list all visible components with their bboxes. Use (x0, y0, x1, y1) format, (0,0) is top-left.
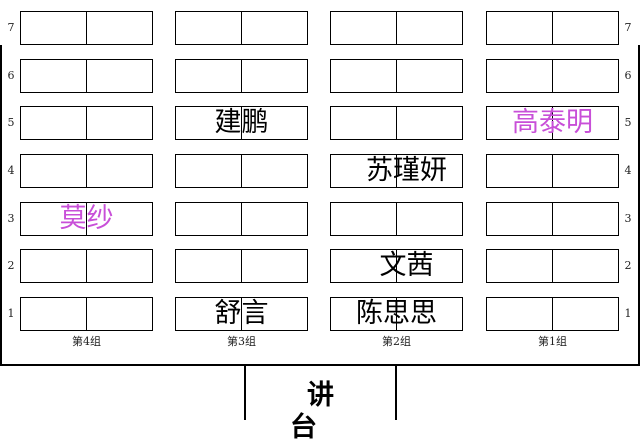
student-name: 莫纱 (59, 203, 114, 234)
row-number-right: 7 (624, 21, 632, 34)
right-wall (638, 45, 640, 365)
row-number-right: 4 (624, 164, 632, 177)
desk-group-3-row-6 (175, 59, 308, 93)
student-name: 高泰明 (512, 107, 593, 138)
desk-group-1-row-1 (486, 297, 619, 331)
desk-group-1-row-7 (486, 11, 619, 45)
group-label: 第4组 (72, 335, 101, 348)
desk-group-2-row-1 (330, 297, 463, 331)
podium: 讲台 (244, 364, 397, 443)
row-number-right: 2 (624, 259, 632, 272)
row-number-left: 6 (7, 69, 15, 82)
desk-group-3-row-1 (175, 297, 308, 331)
student-name: 陈思思 (356, 298, 437, 329)
desk-group-1-row-3 (486, 202, 619, 236)
desk-group-4-row-5 (20, 106, 153, 140)
desk-group-3-row-7 (175, 11, 308, 45)
row-number-left: 4 (7, 164, 15, 177)
row-number-right: 1 (624, 307, 632, 320)
row-number-right: 5 (624, 116, 632, 129)
desk-group-4-row-7 (20, 11, 153, 45)
student-name: 舒言 (214, 298, 269, 329)
student-name: 苏瑾妍 (366, 155, 447, 186)
desk-group-3-row-2 (175, 249, 308, 283)
desk-group-3-row-4 (175, 154, 308, 188)
desk-group-4-row-4 (20, 154, 153, 188)
front-wall-right (395, 364, 640, 366)
desk-group-1-row-6 (486, 59, 619, 93)
desk-group-1-row-5 (486, 106, 619, 140)
row-number-left: 7 (7, 21, 15, 34)
desk-group-2-row-4 (330, 154, 463, 188)
desk-group-2-row-7 (330, 11, 463, 45)
student-name: 文茜 (379, 250, 434, 281)
student-name: 建鹏 (214, 107, 269, 138)
desk-group-2-row-6 (330, 59, 463, 93)
desk-group-4-row-6 (20, 59, 153, 93)
row-number-left: 1 (7, 307, 15, 320)
row-number-right: 6 (624, 69, 632, 82)
desk-group-4-row-2 (20, 249, 153, 283)
desk-group-1-row-4 (486, 154, 619, 188)
front-wall-left (0, 364, 246, 366)
podium-label: 讲台 (290, 380, 368, 443)
desk-group-4-row-1 (20, 297, 153, 331)
row-number-left: 2 (7, 259, 15, 272)
desk-group-4-row-3 (20, 202, 153, 236)
desk-group-3-row-3 (175, 202, 308, 236)
desk-group-2-row-5 (330, 106, 463, 140)
desk-group-3-row-5 (175, 106, 308, 140)
desk-group-2-row-3 (330, 202, 463, 236)
desk-group-1-row-2 (486, 249, 619, 283)
group-label: 第2组 (382, 335, 411, 348)
classroom-seating-chart: 讲台 第4组 第3组 第2组 第1组 1 1 2 2 3 3 4 4 5 5 6 6 7 7 莫纱 建鹏舒言 苏瑾妍文茜… (0, 11, 640, 443)
group-label: 第3组 (227, 335, 256, 348)
desk-group-2-row-2 (330, 249, 463, 283)
row-number-left: 5 (7, 116, 15, 129)
left-wall (0, 45, 2, 365)
row-number-left: 3 (7, 212, 15, 225)
row-number-right: 3 (624, 212, 632, 225)
group-label: 第1组 (538, 335, 567, 348)
